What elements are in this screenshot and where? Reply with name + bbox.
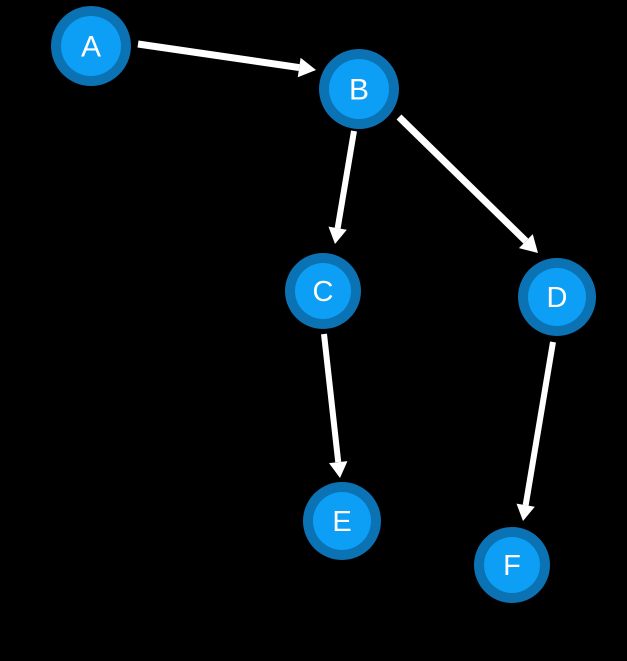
graph-node-a[interactable]: A	[51, 6, 131, 86]
edge-line	[396, 114, 529, 244]
graph-edge-a-b[interactable]	[137, 40, 316, 78]
graph-edge-b-c[interactable]	[328, 130, 357, 244]
edge-line	[334, 130, 357, 229]
edge-line	[137, 40, 300, 72]
node-label: C	[313, 276, 334, 308]
node-circle	[484, 537, 540, 593]
nodes-layer: A B C D E F	[51, 6, 596, 603]
graph-edge-c-e[interactable]	[321, 333, 348, 478]
graph-node-f[interactable]: F	[474, 527, 550, 603]
edge-arrowhead-icon	[328, 226, 347, 244]
node-label: E	[332, 506, 351, 538]
graph-node-e[interactable]: E	[303, 482, 381, 560]
graph-edge-b-d[interactable]	[396, 114, 538, 253]
graph-edge-d-f[interactable]	[516, 341, 556, 521]
node-label: D	[547, 282, 568, 314]
node-circle	[528, 268, 586, 326]
edge-arrowhead-icon	[329, 461, 348, 478]
node-label: B	[349, 74, 369, 107]
edges-layer	[137, 40, 556, 521]
node-label: A	[81, 31, 101, 64]
graph-node-d[interactable]: D	[518, 258, 596, 336]
edge-line	[321, 333, 342, 463]
node-circle	[313, 492, 371, 550]
node-circle	[61, 16, 121, 76]
edge-arrowhead-icon	[516, 503, 535, 521]
edge-arrowhead-icon	[518, 234, 538, 253]
node-circle	[295, 263, 351, 319]
graph-node-c[interactable]: C	[285, 253, 361, 329]
node-label: F	[503, 550, 521, 582]
edge-arrowhead-icon	[297, 57, 316, 78]
graph-node-b[interactable]: B	[319, 49, 399, 129]
node-circle	[329, 59, 389, 119]
edge-line	[522, 341, 556, 506]
